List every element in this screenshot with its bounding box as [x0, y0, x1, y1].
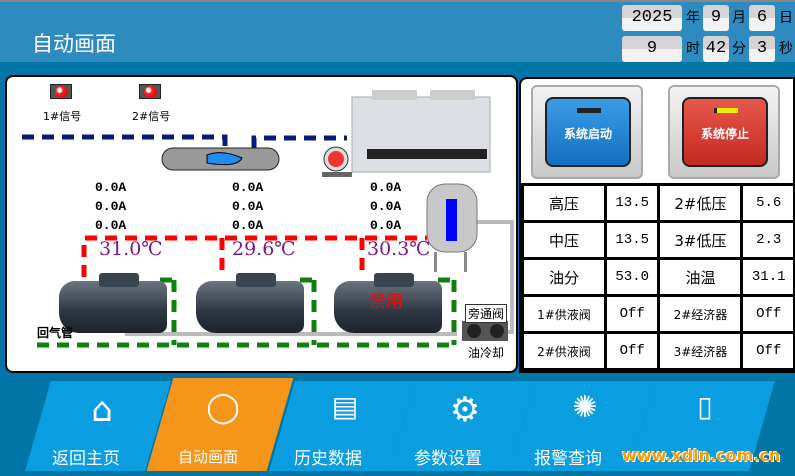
- compressor-1-temp: 31.0℃: [99, 238, 163, 260]
- page-title: 自动画面: [32, 32, 116, 56]
- bypass-valve-label[interactable]: 旁通阀: [465, 304, 508, 323]
- oil-separator: [426, 183, 478, 272]
- cell-value: 2.3: [740, 220, 793, 260]
- lightbulb-icon: ✺: [572, 390, 598, 425]
- month-field: 9: [703, 5, 729, 31]
- cell-value: Off: [740, 331, 793, 371]
- oil-cooling-label: 油冷却: [468, 346, 505, 360]
- cell-label: 2#经济器: [657, 294, 744, 334]
- nav-alarm-label: 报警查询: [534, 449, 602, 469]
- return-pipe-label: 回气管: [37, 326, 74, 340]
- day-unit: 日: [779, 10, 793, 26]
- year-field: 2025: [622, 5, 682, 31]
- home-icon: ⌂: [91, 390, 113, 430]
- signal-1-label: 1#信号: [43, 110, 82, 123]
- cell-label: 油分: [521, 257, 607, 297]
- year-unit: 年: [686, 10, 700, 26]
- nav-params-label: 参数设置: [414, 449, 482, 469]
- cell-label: 2#低压: [657, 183, 744, 223]
- day-field: 6: [749, 5, 775, 31]
- signal-2-lamp-icon: [139, 84, 161, 99]
- signal-2-label: 2#信号: [132, 110, 171, 123]
- oil-cooler-fans-icon: [462, 321, 508, 341]
- fan-icon: [322, 146, 352, 177]
- hour-unit: 时: [686, 41, 700, 57]
- gear-icon: ⚙: [449, 390, 481, 430]
- cell-label: 3#经济器: [657, 331, 744, 371]
- cell-label: 2#供液阀: [521, 331, 607, 371]
- pipe-lines: [22, 90, 514, 348]
- nav-history-label: 历史数据: [294, 449, 362, 469]
- system-stop-button[interactable]: 系统停止: [668, 85, 780, 179]
- compressor-3[interactable]: [334, 273, 442, 333]
- oil-pipe: [125, 220, 514, 336]
- nav-auto-label: 自动画面: [177, 448, 238, 466]
- nav-home-label: 返回主页: [52, 449, 120, 469]
- condenser: [351, 90, 491, 173]
- cell-value: 13.5: [603, 183, 661, 223]
- cell-value: Off: [740, 294, 793, 334]
- discharge-line: [81, 235, 427, 277]
- receiver-tank: [161, 147, 280, 171]
- compressor-2[interactable]: [196, 273, 304, 333]
- month-unit: 月: [732, 10, 746, 26]
- minute-unit: 分: [732, 41, 746, 57]
- compressor-1[interactable]: [59, 273, 167, 333]
- hour-field: 9: [622, 36, 682, 62]
- cell-value: 5.6: [740, 183, 793, 223]
- compressor-3-temp: 30.3℃: [367, 238, 431, 260]
- system-start-button[interactable]: 系统启动: [531, 85, 643, 179]
- cell-value: Off: [603, 331, 661, 371]
- cell-label: 油温: [657, 257, 744, 297]
- cell-label: 1#供液阀: [521, 294, 607, 334]
- watermark: www.xdln.com.cn: [622, 446, 781, 465]
- minute-field: 42: [703, 36, 729, 62]
- cell-value: 53.0: [603, 257, 661, 297]
- cell-label: 中压: [521, 220, 607, 260]
- second-unit: 秒: [779, 41, 793, 57]
- book-icon: ▯: [697, 390, 713, 423]
- start-label: 系统启动: [563, 127, 612, 141]
- cell-label: 高压: [521, 183, 607, 223]
- compressor-2-temp: 29.6℃: [232, 238, 296, 260]
- cell-value: Off: [603, 294, 661, 334]
- cell-label: 3#低压: [657, 220, 744, 260]
- start-indicator: [577, 108, 601, 113]
- cell-value: 13.5: [603, 220, 661, 260]
- liquid-line: [22, 134, 347, 148]
- cell-value: 31.1: [740, 257, 793, 297]
- signal-1-lamp-icon: [50, 84, 72, 99]
- chart-tablet-icon: ▤: [331, 390, 359, 423]
- stop-indicator: [714, 108, 738, 113]
- compressor-3-disabled: 禁用: [369, 292, 403, 312]
- return-line: [37, 277, 457, 348]
- monitor-icon: ◯: [206, 390, 240, 425]
- second-field: 3: [749, 36, 775, 62]
- stop-label: 系统停止: [700, 127, 749, 141]
